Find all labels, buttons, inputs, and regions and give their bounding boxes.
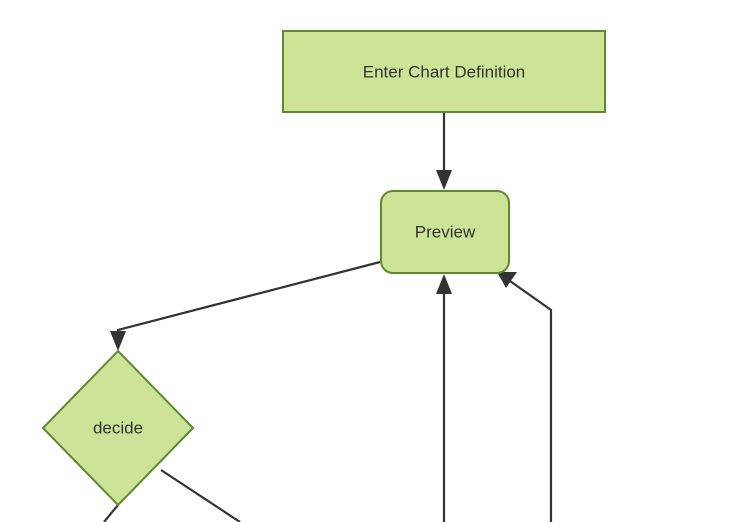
node-enter-chart-definition-shape[interactable] <box>282 30 606 113</box>
edge-decide-right-out-line <box>160 469 241 522</box>
edge-return-right-to-preview-line <box>509 280 553 522</box>
edge-preview-to-decide <box>110 260 381 351</box>
edge-decide-right-out <box>160 469 241 522</box>
edge-decide-left-out-line <box>103 504 119 522</box>
node-decide-shape[interactable] <box>41 349 195 507</box>
edge-return-center-to-preview <box>436 274 452 522</box>
edge-preview-to-decide-line <box>116 260 381 338</box>
edge-enter-to-preview-arrowhead <box>436 170 452 190</box>
node-enter-chart-definition[interactable]: Enter Chart Definition <box>282 30 606 113</box>
edge-preview-to-decide-arrowhead <box>110 331 126 351</box>
node-preview[interactable]: Preview <box>380 190 510 274</box>
node-preview-shape[interactable] <box>380 190 510 274</box>
edge-return-center-to-preview-arrowhead <box>436 274 452 294</box>
edge-return-right-to-preview <box>497 272 553 522</box>
edge-decide-left-out <box>103 504 119 522</box>
edge-enter-to-preview <box>436 113 452 190</box>
node-decide[interactable]: decide <box>41 349 195 507</box>
edge-return-right-to-preview-arrowhead <box>497 272 517 288</box>
